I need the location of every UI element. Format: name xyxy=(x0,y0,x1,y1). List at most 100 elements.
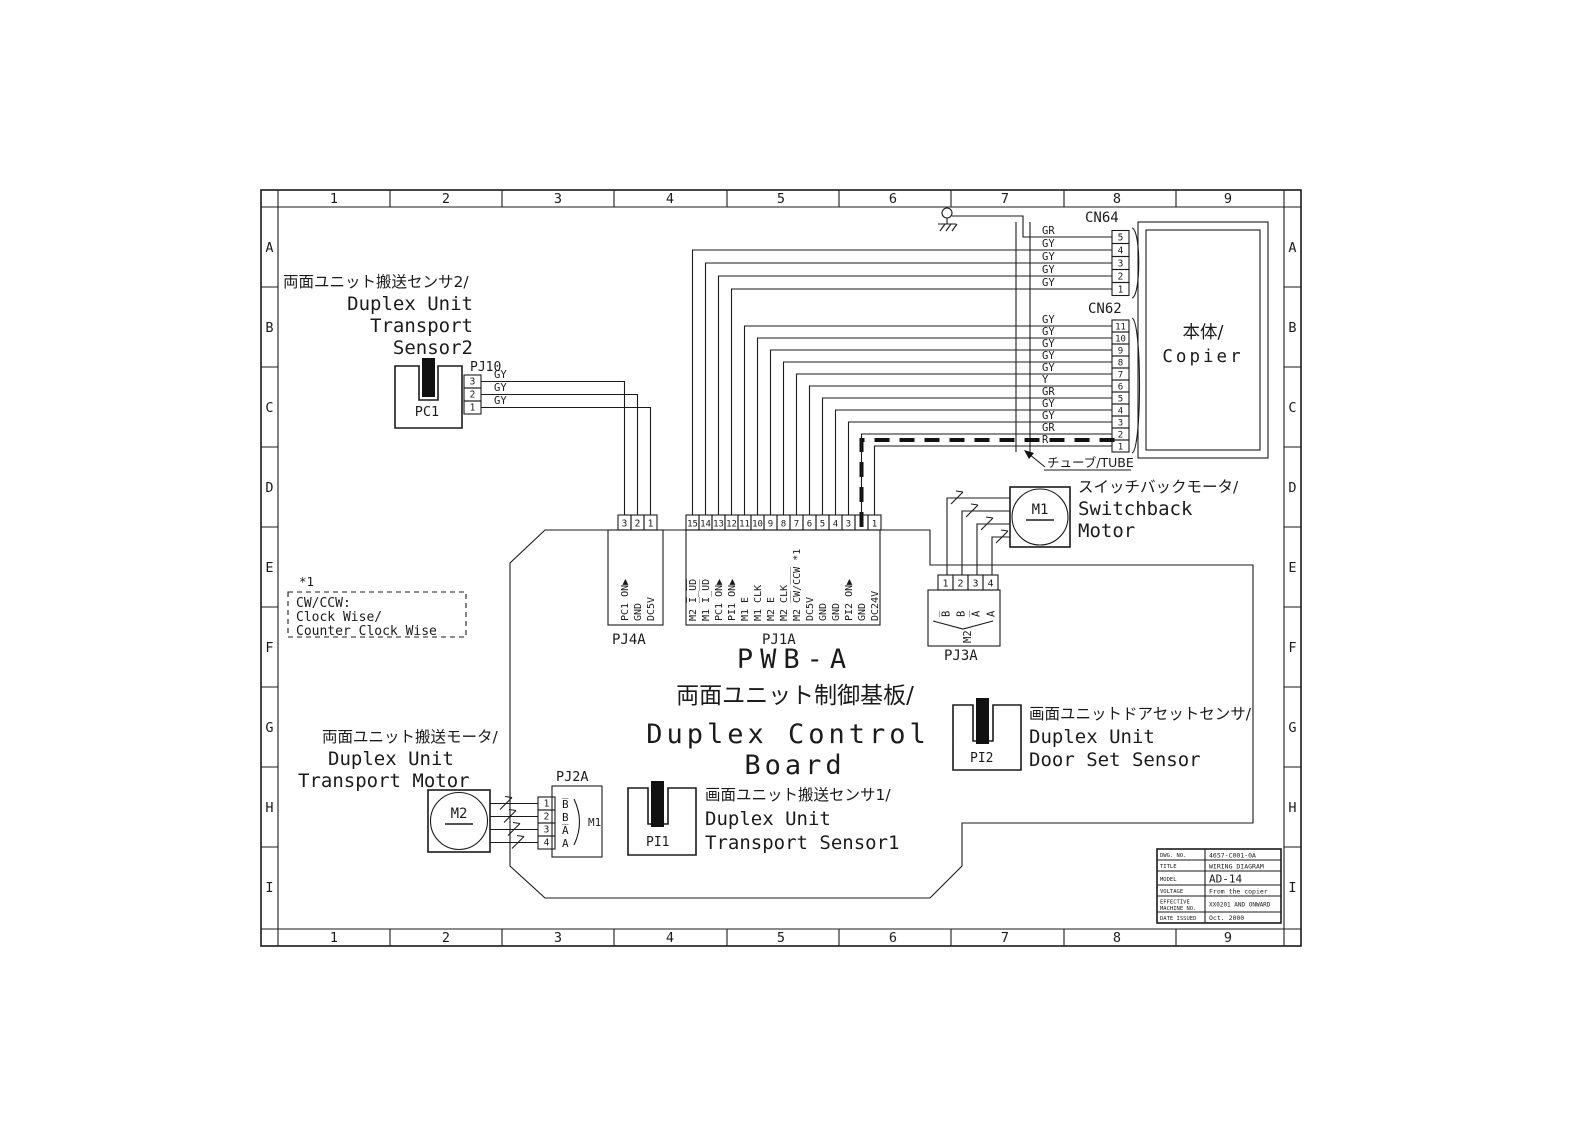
svg-text:4: 4 xyxy=(1118,246,1124,257)
pc1-connector-bar xyxy=(422,358,435,397)
svg-text:GR: GR xyxy=(1042,386,1055,398)
svg-text:GY: GY xyxy=(1042,238,1055,250)
svg-text:両面ユニット搬送センサ2/: 両面ユニット搬送センサ2/ xyxy=(283,273,469,291)
grid-ticks xyxy=(261,190,1301,946)
svg-text:10: 10 xyxy=(1115,335,1126,345)
svg-text:7: 7 xyxy=(1118,371,1123,381)
svg-text:D: D xyxy=(265,480,273,496)
svg-text:スイッチバックモータ/: スイッチバックモータ/ xyxy=(1078,478,1239,496)
svg-text:2: 2 xyxy=(635,519,641,530)
svg-text:H: H xyxy=(1288,800,1296,816)
svg-text:2: 2 xyxy=(957,579,963,590)
svg-text:M2: M2 xyxy=(451,806,468,822)
svg-text:PI2: PI2 xyxy=(970,751,993,766)
svg-text:M2 C̅W̅/C̅C̅W̅ *1: M2 C̅W̅/C̅C̅W̅ *1 xyxy=(790,549,803,621)
svg-text:A: A xyxy=(986,610,998,617)
svg-text:6: 6 xyxy=(889,191,897,207)
svg-text:EFFECTIVE: EFFECTIVE xyxy=(1160,900,1190,906)
ground-symbol xyxy=(938,207,958,232)
svg-text:F: F xyxy=(1288,640,1296,656)
svg-text:PC1: PC1 xyxy=(415,404,439,420)
svg-text:Duplex Unit: Duplex Unit xyxy=(705,808,831,830)
svg-text:CW/CCW:: CW/CCW: xyxy=(296,596,351,611)
svg-text:GND: GND xyxy=(831,603,842,621)
svg-text:GND: GND xyxy=(818,603,829,621)
svg-text:8: 8 xyxy=(781,520,786,530)
svg-text:2: 2 xyxy=(1118,431,1123,441)
svg-text:GY: GY xyxy=(1042,314,1055,326)
svg-text:画面ユニットドアセットセンサ/: 画面ユニットドアセットセンサ/ xyxy=(1029,705,1252,723)
sensor-pi2: PI2 画面ユニットドアセットセンサ/ Duplex Unit Door Set… xyxy=(952,698,1252,771)
svg-text:CN62: CN62 xyxy=(1088,301,1122,317)
svg-text:DC5V: DC5V xyxy=(805,597,816,621)
motor-m2: 両面ユニット搬送モータ/ Duplex Unit Transport Motor… xyxy=(298,728,499,853)
svg-text:GY: GY xyxy=(1042,264,1055,276)
svg-text:Copier: Copier xyxy=(1162,347,1243,367)
motor-m1: M1 スイッチバックモータ/ Switchback Motor xyxy=(1009,478,1239,548)
svg-text:15: 15 xyxy=(687,520,698,530)
svg-text:I: I xyxy=(265,880,273,896)
svg-text:1: 1 xyxy=(872,520,877,530)
svg-text:Duplex Control: Duplex Control xyxy=(646,719,930,750)
svg-text:G: G xyxy=(265,720,273,736)
sensor-pi1: PI1 画面ユニット搬送センサ1/ Duplex Unit Transport … xyxy=(627,781,899,856)
svg-text:C: C xyxy=(1288,400,1296,416)
svg-text:3: 3 xyxy=(554,930,562,946)
svg-text:Sensor2: Sensor2 xyxy=(393,337,473,359)
svg-text:TITLE: TITLE xyxy=(1160,864,1177,870)
svg-text:13: 13 xyxy=(713,520,724,530)
svg-text:11: 11 xyxy=(1115,323,1126,333)
svg-text:GR: GR xyxy=(1042,225,1055,237)
svg-text:*1: *1 xyxy=(299,574,314,589)
svg-text:8: 8 xyxy=(1113,930,1121,946)
svg-text:PI2 ON▶: PI2 ON▶ xyxy=(844,579,855,621)
svg-text:Transport Sensor1: Transport Sensor1 xyxy=(705,832,899,854)
pi1-connector-bar xyxy=(651,781,664,827)
harness-wires xyxy=(691,215,1112,515)
svg-text:PJ10: PJ10 xyxy=(470,360,501,375)
svg-text:両面ユニット制御基板/: 両面ユニット制御基板/ xyxy=(676,683,914,709)
svg-text:GY: GY xyxy=(1042,326,1055,338)
svg-text:PJ3A: PJ3A xyxy=(944,648,978,664)
svg-text:GND: GND xyxy=(633,603,644,621)
svg-text:WIRING DIAGRAM: WIRING DIAGRAM xyxy=(1209,863,1264,871)
svg-text:GND: GND xyxy=(857,603,868,621)
svg-text:G: G xyxy=(1288,720,1296,736)
m1-wires xyxy=(946,490,1010,575)
svg-text:9: 9 xyxy=(1224,930,1232,946)
svg-text:14: 14 xyxy=(700,520,711,530)
svg-text:4657-C001-0A: 4657-C001-0A xyxy=(1209,852,1256,860)
svg-text:GY: GY xyxy=(1042,410,1055,422)
svg-text:M1: M1 xyxy=(1032,502,1049,518)
svg-text:5: 5 xyxy=(820,520,825,530)
svg-text:MACHINE NO.: MACHINE NO. xyxy=(1160,906,1196,912)
svg-text:A: A xyxy=(265,240,273,256)
svg-text:GY: GY xyxy=(1042,350,1055,362)
svg-text:6: 6 xyxy=(889,930,897,946)
svg-text:3: 3 xyxy=(554,191,562,207)
svg-text:7: 7 xyxy=(794,520,799,530)
svg-text:B: B xyxy=(1288,320,1296,336)
svg-text:E: E xyxy=(1288,560,1296,576)
svg-text:2: 2 xyxy=(859,520,864,530)
svg-text:PC1 ON▶: PC1 ON▶ xyxy=(620,579,631,621)
svg-text:D: D xyxy=(1288,480,1296,496)
svg-text:7: 7 xyxy=(1001,191,1009,207)
svg-text:チューブ/TUBE: チューブ/TUBE xyxy=(1047,455,1134,470)
svg-text:AD-14: AD-14 xyxy=(1209,873,1242,886)
svg-text:6: 6 xyxy=(1118,383,1123,393)
svg-text:M1 E: M1 E xyxy=(740,597,751,621)
svg-text:画面ユニット搬送センサ1/: 画面ユニット搬送センサ1/ xyxy=(705,786,891,804)
svg-text:PJ4A: PJ4A xyxy=(612,632,646,648)
svg-text:1: 1 xyxy=(1118,285,1124,296)
svg-text:Duplex Unit: Duplex Unit xyxy=(328,748,454,770)
svg-text:11: 11 xyxy=(739,520,750,530)
svg-text:Door Set Sensor: Door Set Sensor xyxy=(1029,749,1201,771)
svg-text:両面ユニット搬送モータ/: 両面ユニット搬送モータ/ xyxy=(322,728,499,746)
m2-wires xyxy=(490,795,538,849)
svg-text:3: 3 xyxy=(622,519,628,530)
svg-text:10: 10 xyxy=(752,520,763,530)
